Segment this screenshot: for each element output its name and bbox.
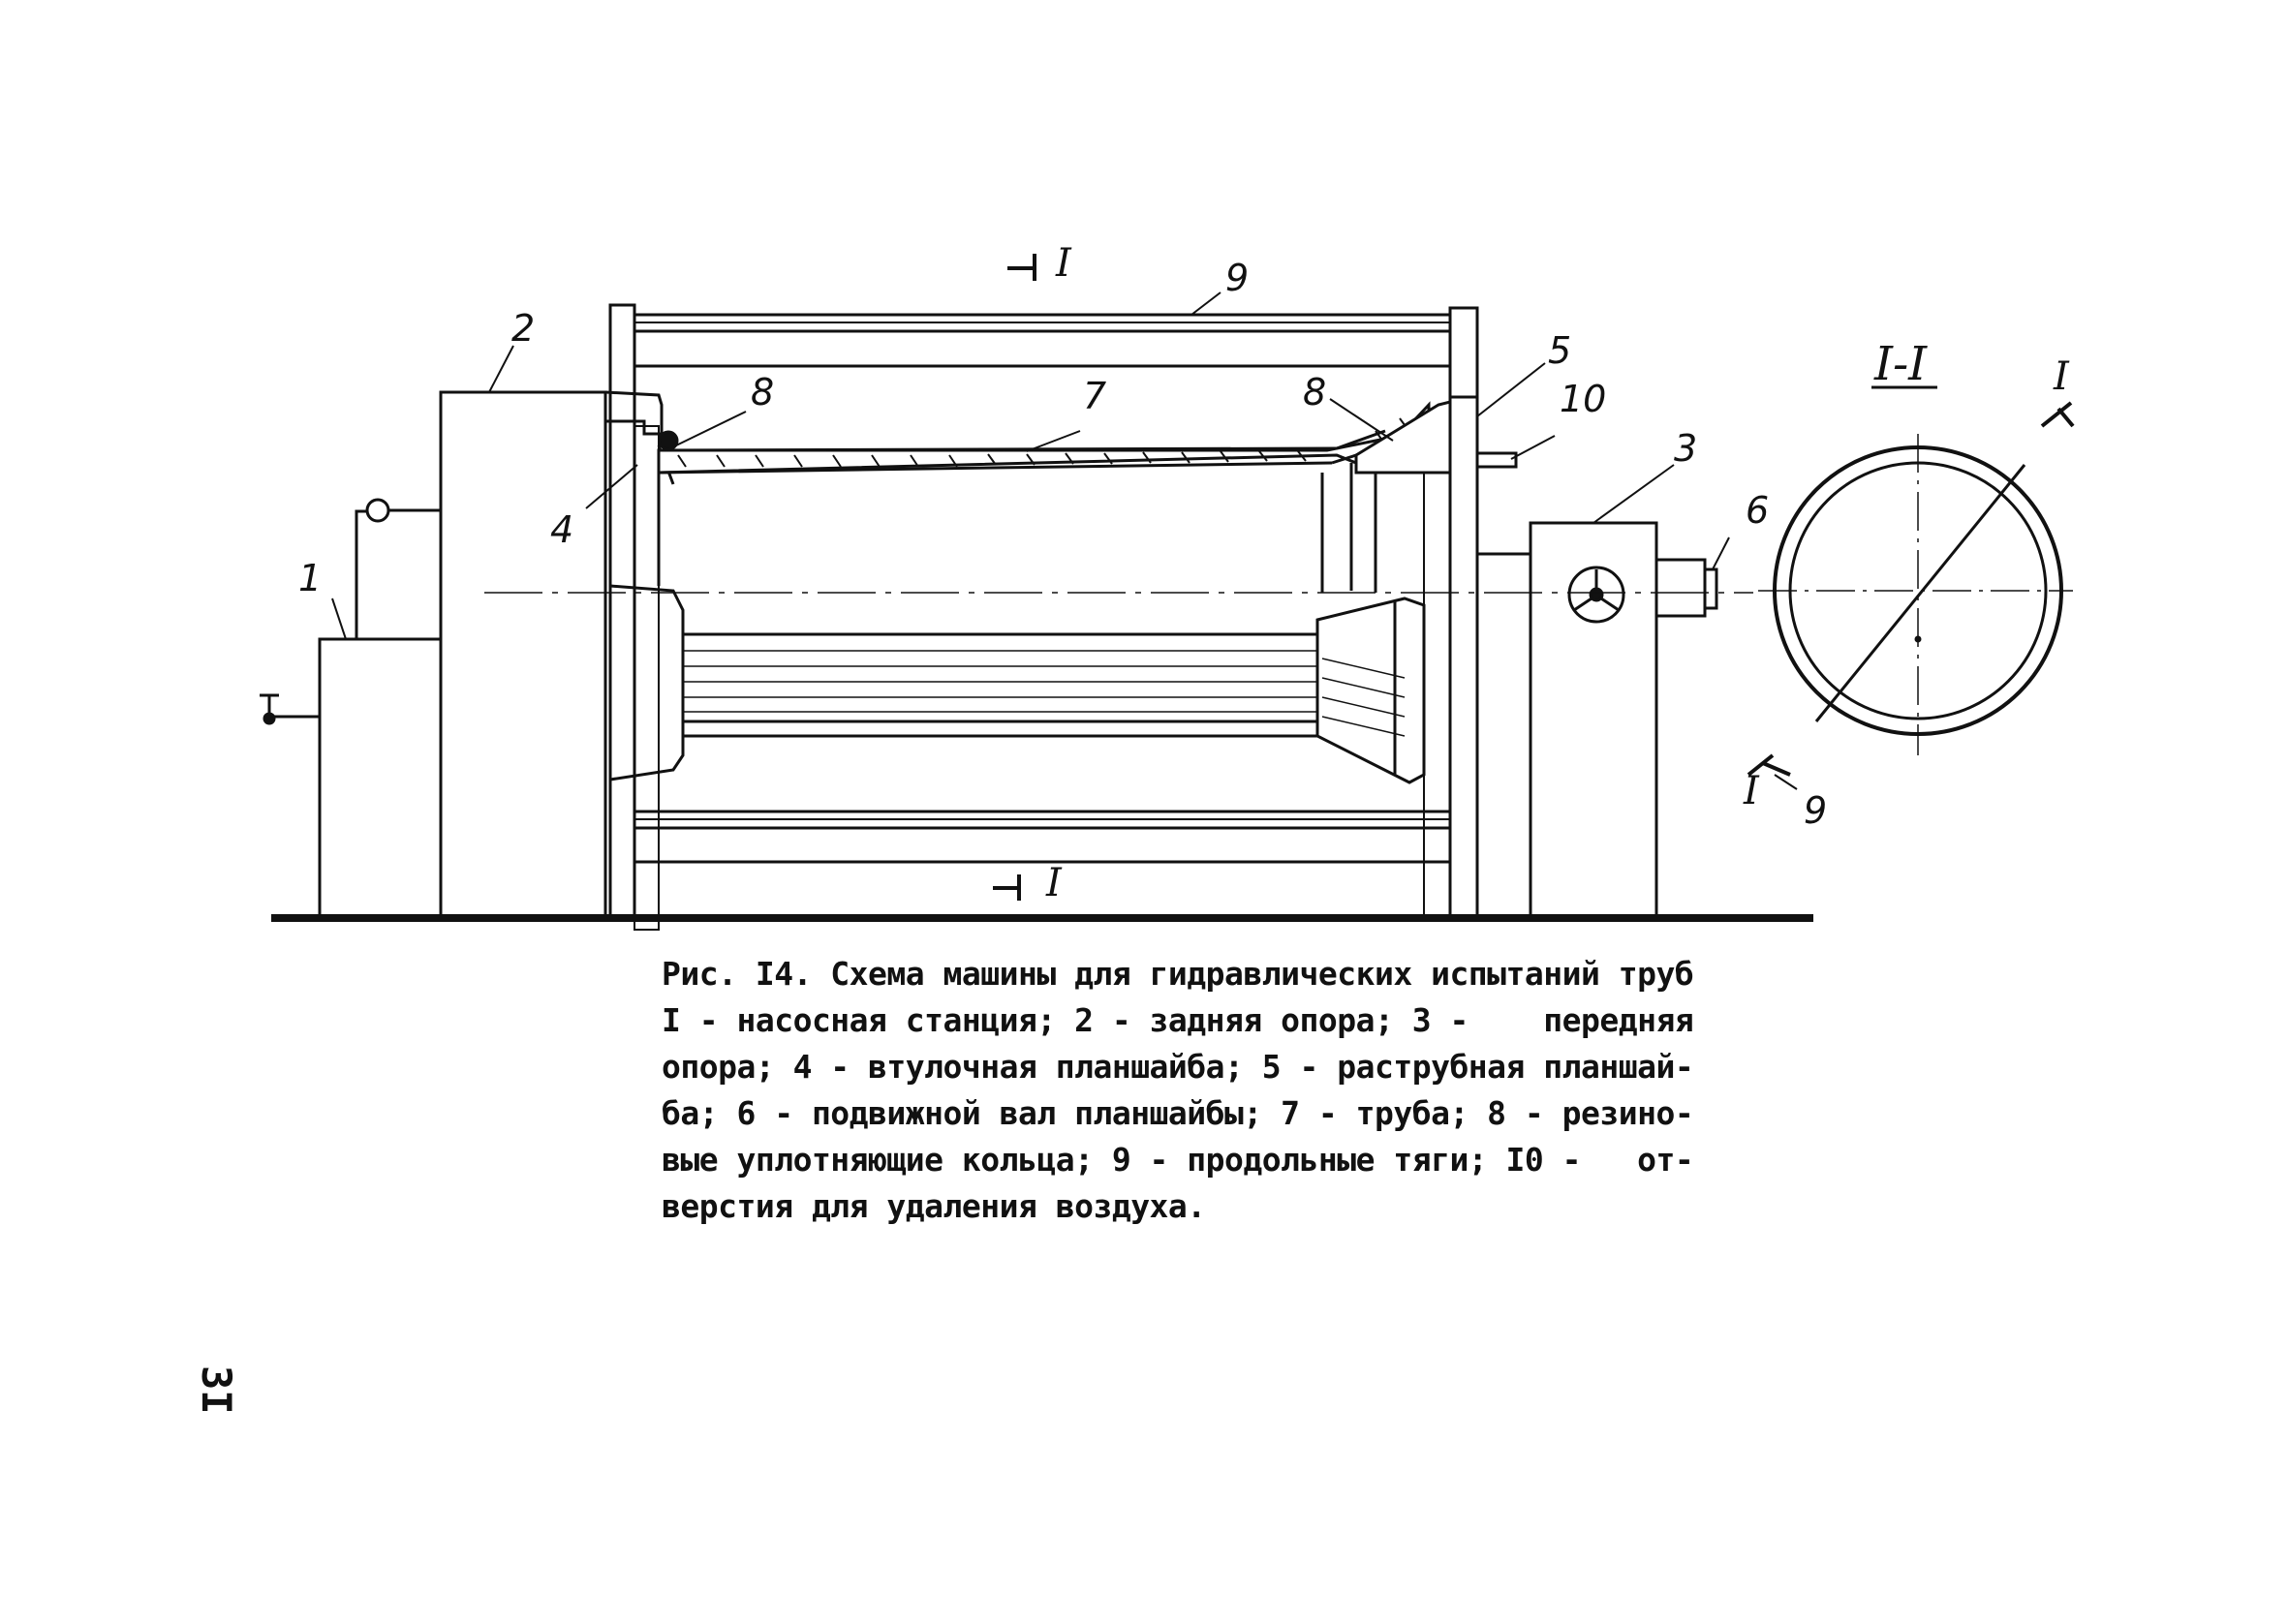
leader-lines	[331, 291, 1798, 790]
socket-faceplate-block	[1354, 400, 1452, 475]
caption-line: Рис. I4. Схема машины для гидравлических…	[662, 955, 1694, 993]
callout-6: 6	[1746, 489, 1769, 532]
caption-line: ба; 6 - подвижной вал планшайбы; 7 - тру…	[662, 1094, 1694, 1132]
section-mark-top: I	[1055, 241, 1072, 286]
section-mark-view-bottom: I	[1743, 769, 1760, 813]
callout-8-right: 8	[1303, 371, 1326, 414]
longitudinal-rods	[634, 313, 1450, 864]
callout-9-section: 9	[1804, 789, 1827, 832]
callout-5: 5	[1548, 329, 1571, 372]
callout-8-left: 8	[751, 371, 774, 414]
callout-3: 3	[1674, 427, 1697, 470]
callout-2: 2	[511, 307, 535, 350]
section-title: I-I	[1873, 337, 1928, 391]
figure-caption: Рис. I4. Схема машины для гидравлических…	[662, 951, 1694, 1230]
front-support	[1475, 521, 1718, 920]
section-view	[1758, 434, 2073, 755]
bushing-faceplate	[608, 303, 685, 931]
caption-line: I - насосная станция; 2 - задняя опора; …	[662, 1001, 1694, 1039]
callout-1: 1	[298, 557, 322, 599]
caption-line: опора; 4 - втулочная планшайба; 5 - раст…	[662, 1048, 1694, 1086]
section-mark-bottom: I	[1045, 861, 1063, 905]
rear-support	[439, 390, 664, 920]
callout-10: 10	[1560, 378, 1606, 420]
caption-line: верстия для удаления воздуха.	[662, 1187, 1206, 1225]
pipe	[657, 401, 1439, 784]
section-mark-view-top: I	[2053, 354, 2070, 399]
callout-4: 4	[550, 508, 573, 551]
callout-7: 7	[1083, 375, 1106, 417]
caption-line: вые уплотняющие кольца; 9 - продольные т…	[662, 1141, 1694, 1179]
pump-station	[260, 498, 443, 920]
air-vent	[1475, 451, 1518, 469]
callout-9-top: 9	[1225, 257, 1249, 299]
section-cut-markers	[993, 254, 2075, 901]
page-number: 3I	[193, 1365, 240, 1415]
